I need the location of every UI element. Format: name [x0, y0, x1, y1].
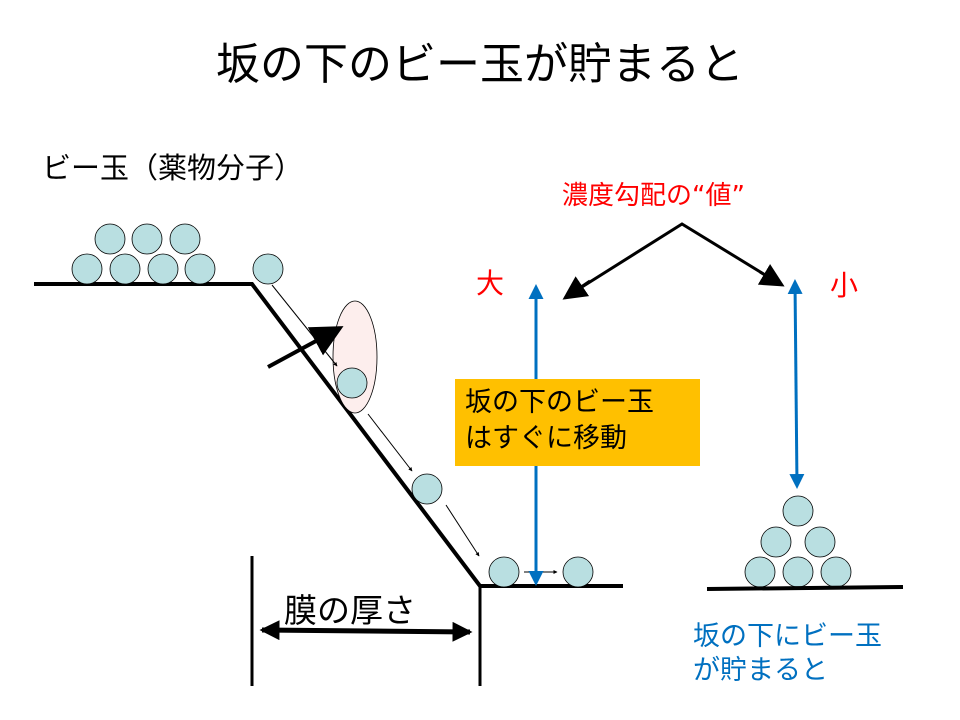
thickness-label: 膜の厚さ	[284, 591, 416, 630]
result-line-2: が貯まると	[693, 655, 828, 686]
gradient-value-arrows	[562, 222, 785, 300]
marbles-pile	[744, 495, 852, 588]
marble-label: ビー玉（薬物分子）	[42, 151, 304, 185]
pile-ground	[706, 585, 904, 591]
slide-title: 坂の下のビー玉が貯まると	[216, 39, 744, 90]
marbles-top	[71, 223, 594, 588]
thickness-indicator	[250, 556, 482, 686]
callout-box: 坂の下のビー玉 はすぐに移動	[455, 379, 700, 466]
small-label: 小	[830, 269, 859, 302]
callout-line-2: はすぐに移動	[465, 423, 627, 454]
result-label: 坂の下にビー玉 が貯まると	[693, 620, 882, 688]
gradient-value-label: 濃度勾配の“値”	[562, 181, 745, 211]
pointer-arrow	[267, 326, 344, 369]
gradient-small-arrow	[787, 279, 805, 489]
result-line-1: 坂の下にビー玉	[693, 621, 882, 652]
big-label: 大	[476, 267, 505, 300]
callout-line-1: 坂の下のビー玉	[465, 387, 654, 418]
slope-ground	[34, 282, 623, 588]
